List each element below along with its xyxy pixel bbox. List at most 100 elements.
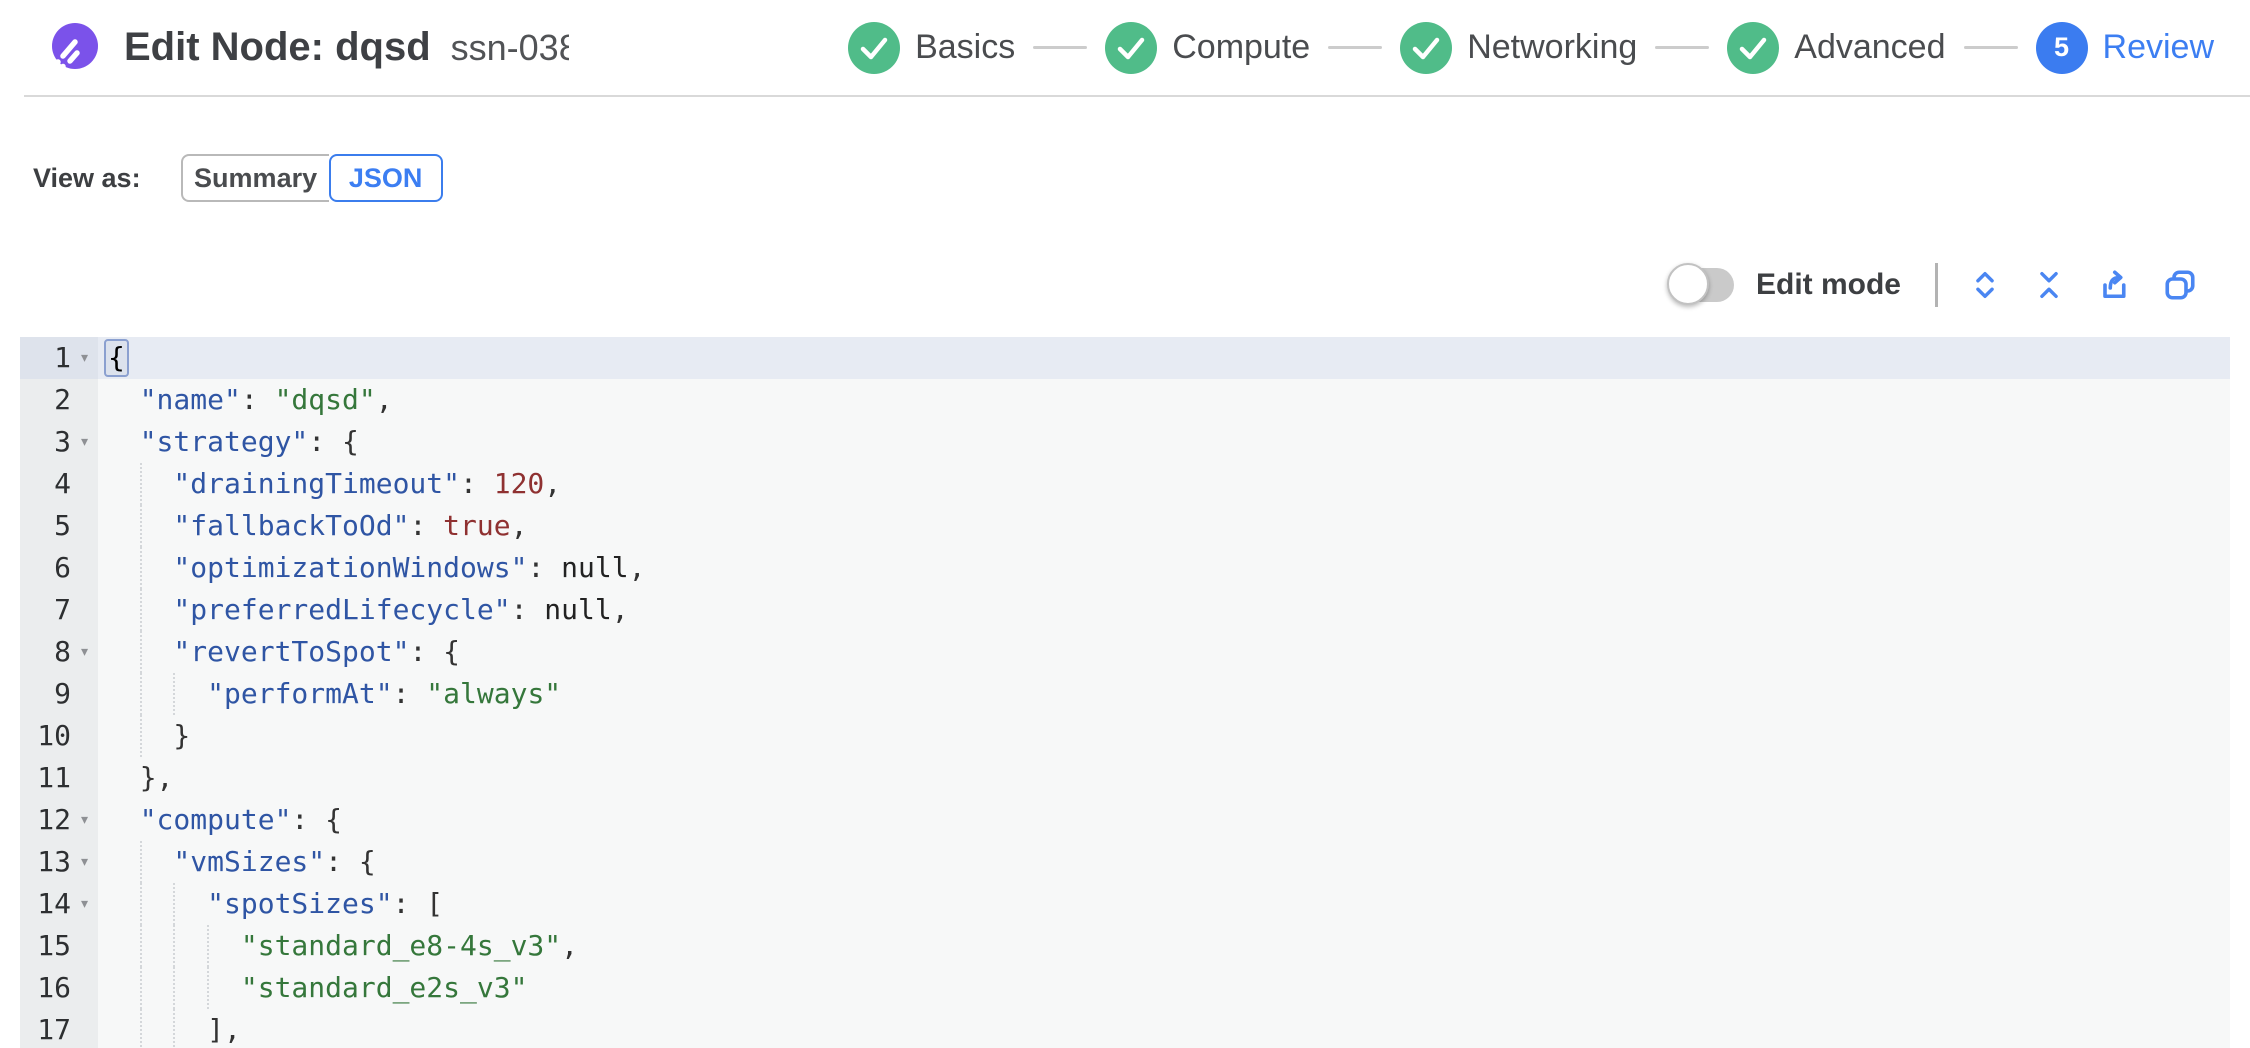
code-content[interactable]: "name": "dqsd", bbox=[98, 379, 2230, 421]
token-pun: : { bbox=[409, 635, 461, 668]
line-number: 4 bbox=[54, 467, 71, 500]
token-str: "dqsd" bbox=[274, 383, 376, 416]
step-basics[interactable]: Basics bbox=[848, 21, 1015, 74]
fold-toggle-icon[interactable]: ▾ bbox=[79, 851, 90, 872]
token-num: 120 bbox=[493, 467, 545, 500]
code-content[interactable]: "strategy": { bbox=[98, 421, 2230, 463]
code-line: 13▾"vmSizes": { bbox=[20, 841, 2230, 883]
code-content[interactable]: "preferredLifecycle": null, bbox=[98, 589, 2230, 631]
fold-toggle-icon[interactable]: ▾ bbox=[79, 431, 90, 452]
step-advanced[interactable]: Advanced bbox=[1727, 21, 1946, 74]
code-content[interactable]: } bbox=[98, 715, 2230, 757]
indent-guide bbox=[173, 925, 176, 967]
line-number: 5 bbox=[54, 509, 71, 542]
code-content[interactable]: "vmSizes": { bbox=[98, 841, 2230, 883]
expand-all-button[interactable] bbox=[1968, 268, 2002, 302]
code-line: 10} bbox=[20, 715, 2230, 757]
token-key: "optimizationWindows" bbox=[173, 551, 528, 584]
code-line: 2"name": "dqsd", bbox=[20, 379, 2230, 421]
json-editor[interactable]: 1▾{2"name": "dqsd",3▾"strategy": {4"drai… bbox=[20, 337, 2230, 1048]
collapse-all-button[interactable] bbox=[2032, 268, 2066, 302]
code-content[interactable]: "compute": { bbox=[98, 799, 2230, 841]
gutter-cell: 10 bbox=[20, 715, 98, 757]
fold-toggle-icon[interactable]: ▾ bbox=[79, 809, 90, 830]
step-compute[interactable]: Compute bbox=[1105, 21, 1310, 74]
code-line: 5 "fallbackToOd": true, bbox=[20, 505, 2230, 547]
token-pun: , bbox=[544, 467, 562, 500]
step-connector bbox=[1655, 46, 1710, 49]
code-line: 7"preferredLifecycle": null, bbox=[20, 589, 2230, 631]
step-connector bbox=[1963, 46, 2018, 49]
code-content[interactable]: "standard_e2s_v3" bbox=[98, 967, 2230, 1009]
copy-button[interactable] bbox=[2162, 267, 2198, 303]
code-content[interactable]: "spotSizes": [ bbox=[98, 883, 2230, 925]
step-label: Networking bbox=[1467, 28, 1638, 66]
indent-guide bbox=[139, 589, 142, 631]
code-content[interactable]: "performAt": "always" bbox=[98, 673, 2230, 715]
code-content[interactable]: "fallbackToOd": true, bbox=[98, 505, 2230, 547]
gutter-cell: 13▾ bbox=[20, 841, 98, 883]
token-key: "vmSizes" bbox=[173, 845, 326, 878]
view-as-summary-button[interactable]: Summary bbox=[180, 154, 329, 202]
code-content[interactable]: }, bbox=[98, 757, 2230, 799]
indent-guide bbox=[139, 841, 142, 883]
code-line: 14 ▾ "spotSizes": [ bbox=[20, 883, 2230, 925]
indent-guide bbox=[173, 673, 176, 715]
code-line: 8▾"revertToSpot": { bbox=[20, 631, 2230, 673]
token-nul: null bbox=[561, 551, 629, 584]
fold-toggle-icon[interactable]: ▾ bbox=[79, 641, 90, 662]
indent-guide bbox=[173, 1009, 176, 1048]
edit-mode-toggle[interactable] bbox=[1666, 263, 1734, 305]
code-line: 15"standard_e8-4s_v3", bbox=[20, 925, 2230, 967]
code-content[interactable]: ], bbox=[98, 1009, 2230, 1048]
fold-slot: ▾ bbox=[71, 629, 98, 675]
export-button[interactable] bbox=[2096, 267, 2132, 303]
fold-slot: ▾ bbox=[71, 337, 98, 381]
token-key: "fallbackToOd" bbox=[173, 509, 410, 542]
view-as-json-button[interactable]: JSON bbox=[328, 154, 443, 202]
indent-guide bbox=[139, 883, 142, 925]
token-pun: : bbox=[527, 551, 562, 584]
step-complete-circle bbox=[848, 21, 901, 74]
line-number: 14 bbox=[37, 887, 71, 920]
code-content[interactable]: "optimizationWindows": null, bbox=[98, 547, 2230, 589]
token-boo: true bbox=[443, 509, 511, 542]
line-number: 12 bbox=[37, 803, 71, 836]
step-label: Review bbox=[2102, 28, 2214, 66]
gutter-cell: 2 bbox=[20, 379, 98, 421]
gutter-cell: 11 bbox=[20, 757, 98, 799]
line-number: 11 bbox=[37, 761, 71, 794]
indent-guide bbox=[139, 547, 142, 589]
export-icon bbox=[2103, 270, 2126, 299]
token-key: "revertToSpot" bbox=[173, 635, 410, 668]
indent-guide bbox=[173, 967, 176, 1009]
code-content[interactable]: "revertToSpot": { bbox=[98, 631, 2230, 673]
check-icon bbox=[1117, 37, 1145, 59]
token-key: "strategy" bbox=[139, 425, 309, 458]
line-number: 1 bbox=[54, 341, 71, 374]
code-content[interactable]: { bbox=[98, 337, 2230, 379]
line-number: 9 bbox=[54, 677, 71, 710]
fold-toggle-icon[interactable]: ▾ bbox=[79, 893, 90, 914]
gutter-cell: 7 bbox=[20, 589, 98, 631]
indent-guide bbox=[139, 1009, 142, 1048]
step-complete-circle bbox=[1105, 21, 1158, 74]
page-title: Edit Node: dqsd bbox=[124, 25, 431, 69]
code-content[interactable]: "standard_e8-4s_v3", bbox=[98, 925, 2230, 967]
gutter-cell: 17 bbox=[20, 1009, 98, 1048]
spot-logo-icon bbox=[50, 22, 98, 73]
gutter-cell: 4 bbox=[20, 463, 98, 505]
gutter-cell: 12 ▾ bbox=[20, 799, 98, 841]
check-icon bbox=[860, 37, 888, 59]
gutter-cell: 14 ▾ bbox=[20, 883, 98, 925]
step-networking[interactable]: Networking bbox=[1400, 21, 1638, 74]
fold-slot: ▾ bbox=[71, 839, 98, 885]
code-content[interactable]: "drainingTimeout": 120, bbox=[98, 463, 2230, 505]
check-icon bbox=[1412, 37, 1440, 59]
token-pun: : { bbox=[308, 425, 359, 458]
fold-toggle-icon[interactable]: ▾ bbox=[79, 347, 90, 368]
expand-all-icon bbox=[1976, 271, 1994, 299]
